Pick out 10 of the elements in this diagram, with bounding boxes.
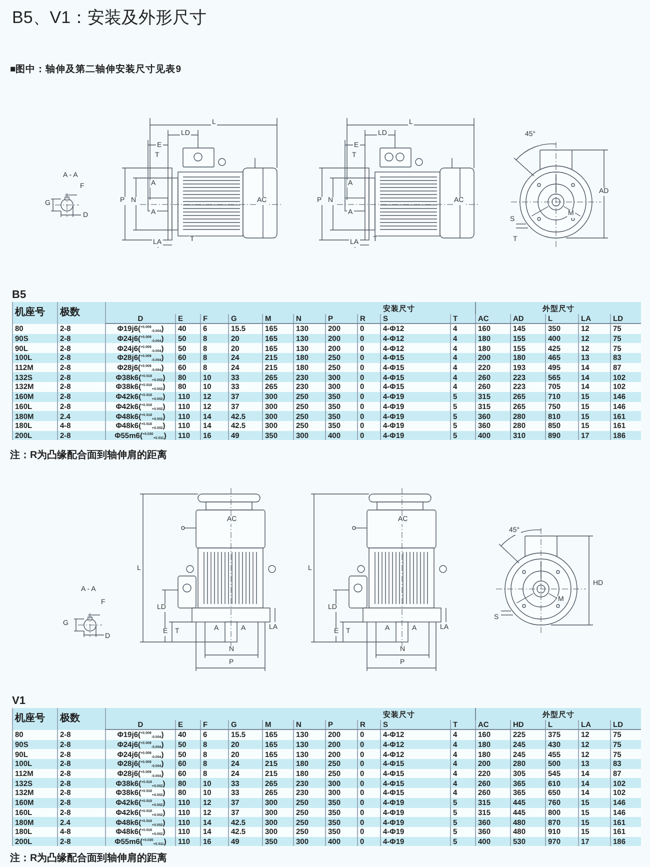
column-header: 极数 <box>58 302 106 324</box>
table-title: B5 <box>12 289 26 301</box>
note-text: ■图中：轴伸及第二轴伸安装尺寸见表9 <box>10 63 182 76</box>
column-header: 机座号 <box>12 708 58 730</box>
column-header: 极数 <box>58 708 106 730</box>
page-title: B5、V1：安装及外形尺寸 <box>12 7 207 29</box>
note-text: 注：R为凸缘配合面到轴伸肩的距离 <box>10 851 168 865</box>
note-text: 注：R为凸缘配合面到轴伸肩的距离 <box>10 448 168 462</box>
table-title: V1 <box>12 695 26 707</box>
column-header: 机座号 <box>12 302 58 324</box>
